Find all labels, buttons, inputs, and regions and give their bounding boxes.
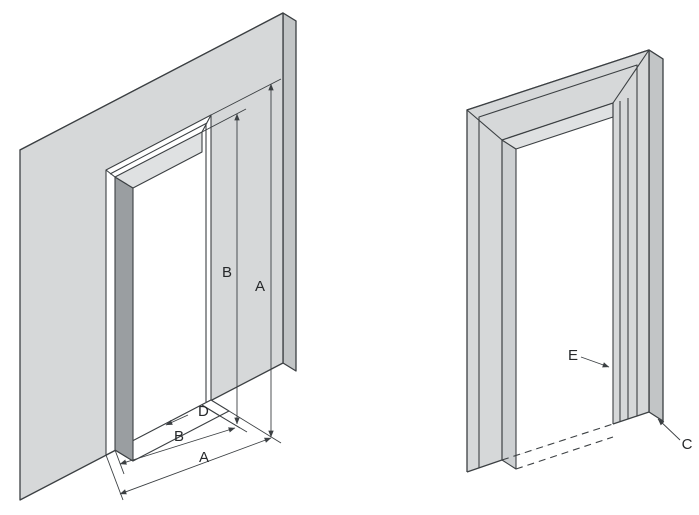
frame-miter-top-left: [105, 169, 116, 178]
label-width-overall: A: [199, 449, 209, 466]
left-jamb-reveal: [114, 176, 134, 462]
extension-line-height-inner-top: [201, 108, 247, 133]
head-casing-line: [109, 122, 208, 175]
floor-line-back-dashed: [515, 436, 614, 470]
frame-left-reveal: [501, 139, 517, 470]
label-height-inner: B: [222, 264, 232, 281]
label-width-inner: B: [174, 428, 184, 445]
frame-miter-top-right-right-figure: [612, 49, 650, 104]
left-figure-dimensions: [105, 78, 282, 501]
right-figure-door-frame: [466, 49, 664, 473]
frame-opening: [502, 103, 613, 460]
head-reveal: [114, 131, 203, 189]
label-casing-edge: C: [682, 436, 693, 453]
right-figure-labels: E C: [568, 347, 693, 453]
right-figure-annotations: [580, 356, 681, 441]
frame-opening-edges: [501, 102, 614, 460]
floor-line-front-dashed: [501, 423, 614, 461]
leader-casing-edge: [657, 418, 681, 441]
label-frame-edge: E: [568, 347, 578, 364]
leader-frame-depth: [165, 414, 189, 426]
leader-frame-edge: [580, 356, 610, 368]
frame-miter-top-right: [201, 114, 212, 133]
frame-side-face: [648, 49, 664, 422]
wall-side-face: [282, 12, 297, 372]
left-figure-labels: B A B A D: [174, 264, 265, 466]
dimension-line-width-overall: [119, 437, 272, 495]
frame-miter-top-left-right-figure: [466, 109, 503, 141]
extension-line-width-inner-right: [201, 404, 241, 429]
frame-outer-edges: [466, 49, 650, 472]
casing-inner-line: [478, 64, 638, 468]
label-height-overall: A: [255, 278, 265, 295]
frame-bottom-edge-right: [612, 411, 650, 425]
frame-bottom-edge-left: [466, 459, 503, 473]
label-frame-depth: D: [198, 403, 209, 420]
extension-line-width-overall-left: [105, 454, 124, 501]
